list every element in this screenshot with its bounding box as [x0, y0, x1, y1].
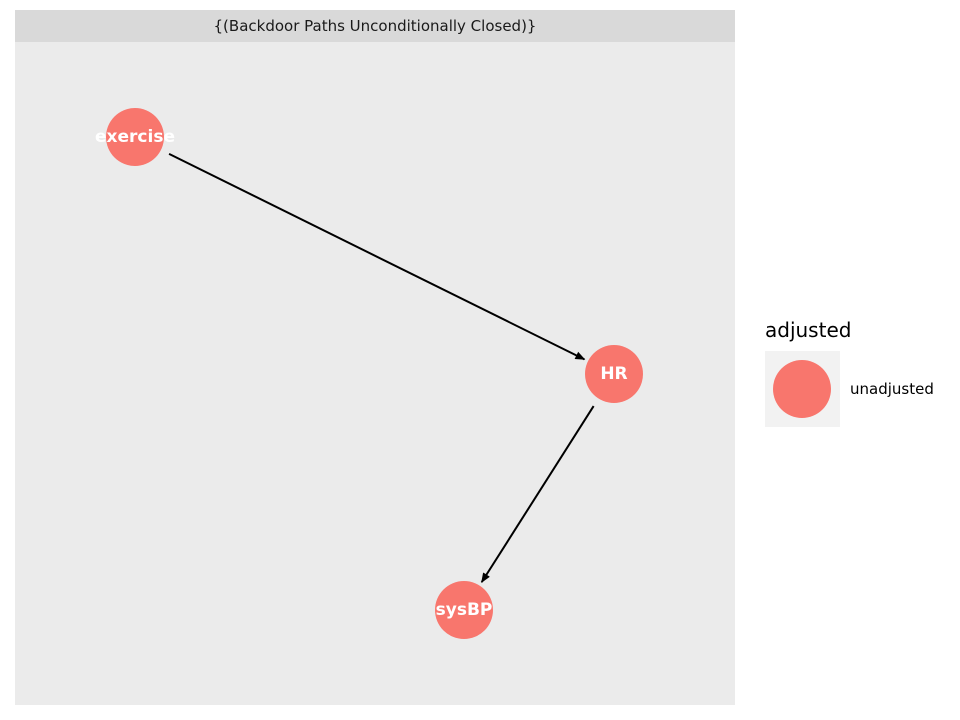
legend-swatch-unadjusted [773, 360, 831, 418]
plot-panel: {(Backdoor Paths Unconditionally Closed)… [15, 10, 735, 705]
node-HR [585, 345, 643, 403]
edge-HR-to-sysBP [480, 405, 595, 583]
node-exercise [106, 108, 164, 166]
node-label-exercise: exercise [95, 127, 175, 147]
node-sysBP [435, 581, 493, 639]
node-label-HR: HR [600, 364, 627, 384]
legend-label-unadjusted: unadjusted [850, 380, 934, 398]
facet-strip-label: {(Backdoor Paths Unconditionally Closed)… [15, 10, 735, 42]
legend-key-box [765, 351, 840, 427]
legend-title: adjusted [765, 318, 852, 342]
node-label-sysBP: sysBP [436, 600, 493, 620]
edge-exercise-to-HR [168, 152, 586, 361]
